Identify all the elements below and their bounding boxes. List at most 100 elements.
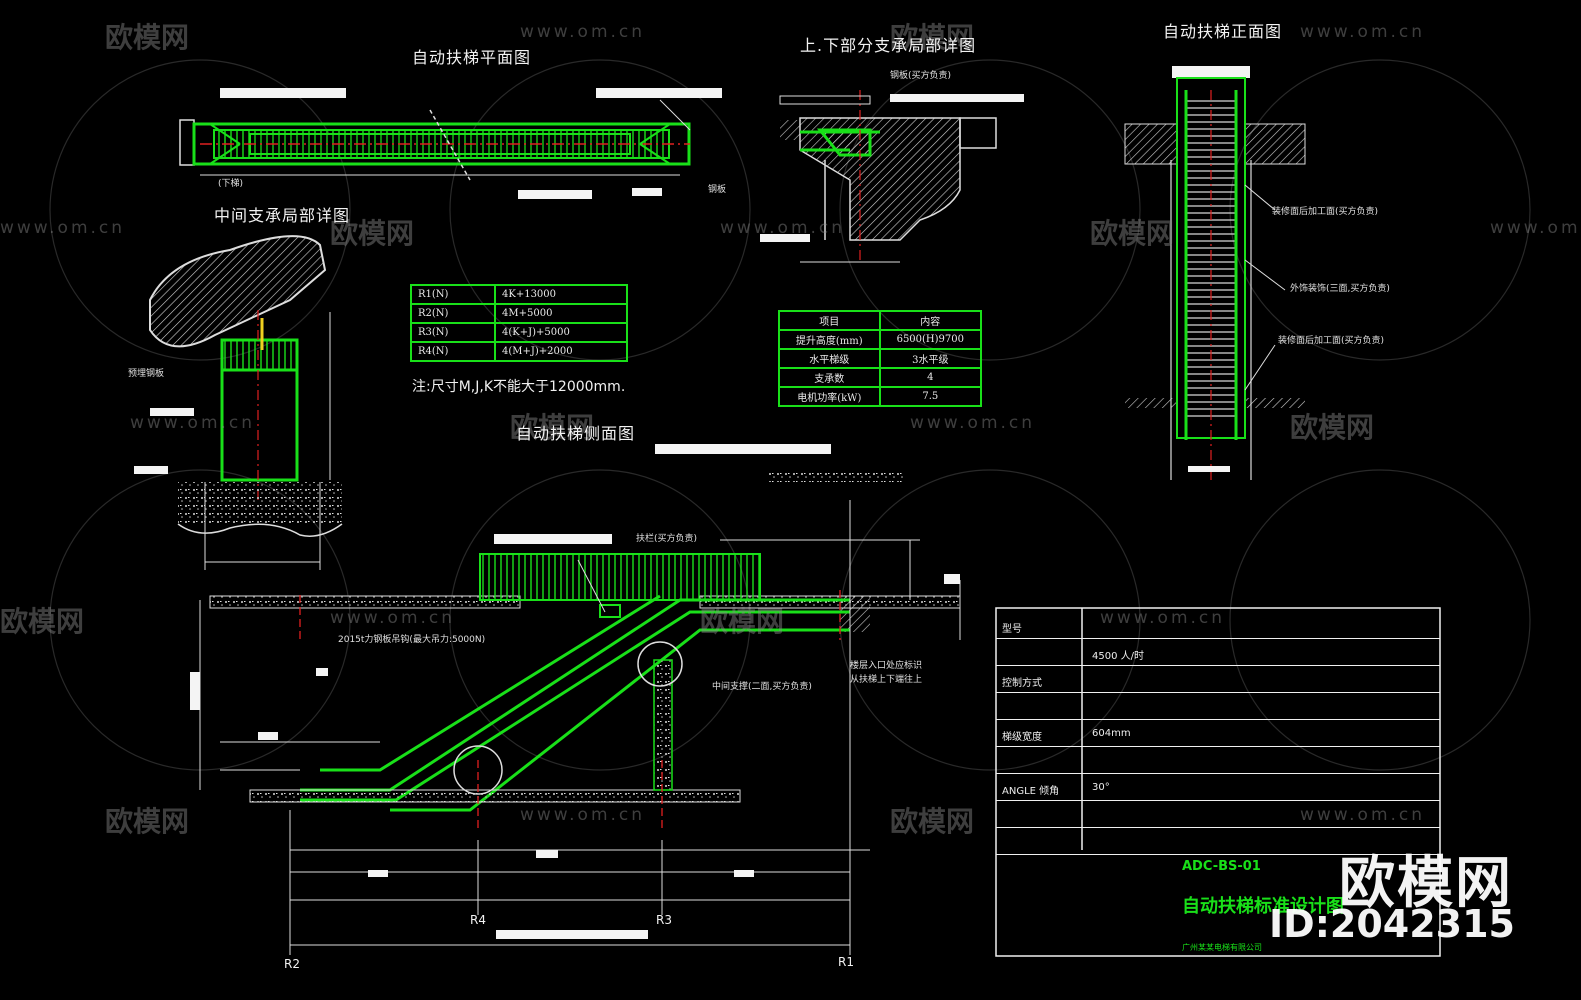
watermark-brand: 欧模网 [510,411,595,444]
watermark-brand: 欧模网 [700,605,785,638]
watermark-url: www.om.cn [720,218,846,238]
spec-value: 7.5 [878,386,983,407]
watermark-brand: 欧模网 [1090,217,1175,250]
watermark-url: www.om.cn [1490,218,1581,238]
watermark-url: www.om.cn [520,22,646,42]
spec-value: 6500(H)9700 [878,329,983,350]
title-block-value: 30° [1092,782,1110,793]
watermark-arcs [49,59,1531,771]
watermark-brand: 欧模网 [0,605,85,638]
watermark-url: www.om.cn [330,608,456,628]
watermark-brand: 欧模网 [1290,411,1375,444]
spec-header-item: 项目 [778,310,881,331]
spec-key: 提升高度(mm) [778,329,881,350]
watermark-url: www.om.cn [1300,805,1426,825]
side-view [190,444,961,955]
side-note-5: 从扶梯上下端往上 [850,675,923,685]
spec-row: 电机功率(kW)7.5 [778,386,983,407]
front-note-1: 装修面后加工面(买方负责) [1272,207,1379,217]
reaction-note: 注:尺寸M,J,K不能大于12000mm. [412,379,626,395]
middle-support-detail [134,235,343,570]
title-block-key: 型号 [1002,624,1022,635]
title-block-key: ANGLE 倾角 [1002,786,1060,797]
front-note-3: 装修面后加工面(买方负责) [1278,336,1385,346]
title-block-key: 控制方式 [1002,678,1042,689]
support-detail-title: 上.下部分支承局部详图 [800,36,977,55]
reaction-value: 4M+5000 [494,303,628,324]
title-block-row: 型号 [996,612,1440,639]
spec-key: 水平梯级 [778,348,881,369]
drawing-title: 自动扶梯标准设计图 [1182,896,1344,917]
title-block-row [996,828,1440,855]
reaction-value: 4(M+J)+2000 [494,341,628,362]
spec-key: 电机功率(kW) [778,386,881,407]
support-note-2: 钢板 [708,185,727,195]
middle-support-title: 中间支承局部详图 [214,206,351,225]
plan-down-label: (下梯) [218,179,244,189]
reaction-row: R2(N)4M+5000 [410,303,628,324]
title-block-row: 4500 人/时 [996,639,1440,666]
watermark-brand: 欧模网 [105,805,190,838]
side-note-2: 2015t力钢板吊钩(最大吊力:5000N) [338,635,486,645]
reaction-key: R2(N) [410,303,496,324]
spec-header-content: 内容 [878,310,983,331]
reaction-key: R4(N) [410,341,496,362]
reaction-label-r2: R2 [284,957,300,971]
reaction-row: R1(N)4K+13000 [410,284,628,305]
side-view-title: 自动扶梯侧面图 [516,424,636,443]
title-block-row: 梯级宽度 604mm [996,720,1440,747]
front-note-2: 外饰装饰(三面,买方负责) [1290,284,1390,294]
reaction-row: R3(N)4(K+J)+5000 [410,322,628,343]
spec-key: 支承数 [778,367,881,388]
reaction-label-r3: R3 [656,913,672,927]
side-note-1: 扶栏(买方负责) [636,534,698,544]
side-note-4: 楼层入口处应标识 [850,661,923,671]
watermark-url: www.om.cn [910,413,1036,433]
reaction-key: R1(N) [410,284,496,305]
title-block-row [996,747,1440,774]
reaction-row: R4(N)4(M+J)+2000 [410,341,628,362]
title-block-value: 4500 人/时 [1092,651,1144,662]
watermark-url: www.om.cn [1300,22,1426,42]
front-view [1124,66,1306,480]
spec-value: 4 [878,367,983,388]
support-note-1: 钢板(买方负责) [890,71,952,81]
company-footer: 广州某某电梯有限公司 [1182,943,1262,952]
reaction-value: 4K+13000 [494,284,628,305]
reaction-label-r4: R4 [470,913,486,927]
title-block-row: ANGLE 倾角 30° [996,774,1440,801]
watermark-brand: 欧模网 [105,21,190,54]
title-block-frame [995,607,1441,957]
spec-value: 3水平级 [878,348,983,369]
watermark-brand: 欧模网 [330,217,415,250]
title-block-row: 控制方式 [996,666,1440,693]
title-block-key: 梯级宽度 [1002,732,1042,743]
brand-watermark: 欧模网 [1339,851,1513,916]
support-detail [760,90,1024,263]
brand-id: ID:2042315 [1269,902,1515,946]
reaction-label-r1: R1 [838,955,854,969]
watermark-url: www.om.cn [1100,608,1226,628]
watermark-url: www.om.cn [520,805,646,825]
watermark-brand: 欧模网 [890,21,975,54]
drawing-code: ADC-BS-01 [1182,859,1261,874]
title-block-value: 604mm [1092,728,1131,739]
watermark-url: www.om.cn [130,413,256,433]
plan-view [179,88,722,199]
title-block-row [996,693,1440,720]
plan-view-title: 自动扶梯平面图 [412,48,532,67]
watermark-brand: 欧模网 [890,805,975,838]
spec-row: 提升高度(mm)6500(H)9700 [778,329,983,350]
watermark-url: www.om.cn [0,218,126,238]
side-note-3: 中间支撑(二面,买方负责) [712,682,812,692]
front-view-title: 自动扶梯正面图 [1163,22,1283,41]
title-block-row [996,801,1440,828]
reaction-key: R3(N) [410,322,496,343]
